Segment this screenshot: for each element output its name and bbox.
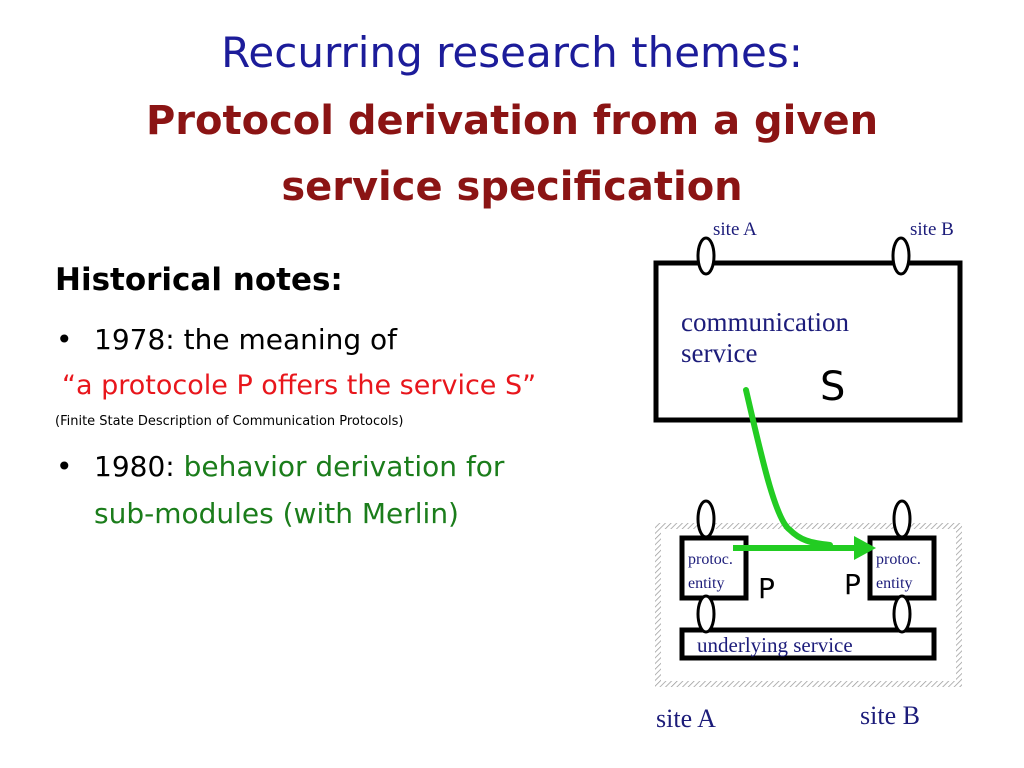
service-symbol-s: S	[820, 364, 845, 410]
bullet-2-green-line1: behavior derivation for	[183, 450, 505, 483]
underlying-service-box	[679, 627, 937, 661]
service-box	[653, 260, 963, 423]
entity-a-symbol-p: P	[758, 572, 775, 605]
bottom-site-b-label: site B	[860, 701, 920, 730]
bullet-1-quote: “a protocole P offers the service S”	[62, 370, 537, 401]
derivation-curve-arrow	[743, 387, 833, 548]
bullet-1-text: 1978: the meaning of	[94, 323, 398, 356]
entity-a-label-line2: entity	[688, 575, 724, 592]
top-site-a-label: site A	[713, 219, 757, 240]
service-label-line2: service	[681, 338, 757, 368]
bullet-marker-2: •	[56, 450, 73, 483]
entity-b-symbol-p: P	[844, 568, 861, 601]
entity-a-bottom-port	[696, 594, 716, 634]
entity-b-bottom-port	[892, 594, 912, 634]
top-site-b-label: site B	[910, 219, 954, 240]
bullet-2-green-line2: sub-modules (with Merlin)	[94, 497, 459, 530]
entity-b-label-line1: protoc.	[876, 551, 921, 568]
service-label-line1: communication	[681, 307, 849, 337]
service-port-a	[696, 236, 716, 276]
bottom-site-a-label: site A	[656, 704, 716, 733]
bullet-2-text: 1980: behavior derivation for	[94, 450, 504, 483]
entity-a-top-port	[696, 499, 716, 539]
derivation-arrowhead	[854, 536, 876, 560]
slide-title-line2: Protocol derivation from a given	[145, 98, 879, 144]
slide-title-line1: Recurring research themes:	[221, 28, 803, 77]
entity-a-label-line1: protoc.	[688, 551, 733, 568]
entity-b-label-line2: entity	[876, 575, 912, 592]
entity-b-top-port	[892, 499, 912, 539]
bullet-2-prefix: 1980:	[94, 450, 184, 483]
historical-notes-heading: Historical notes:	[55, 262, 343, 298]
bullet-marker-1: •	[56, 323, 73, 356]
bullet-1-reference: (Finite State Description of Communicati…	[55, 414, 404, 429]
slide-title-line3: service specification	[281, 164, 743, 210]
service-port-b	[891, 236, 911, 276]
underlying-service-label: underlying service	[697, 633, 853, 657]
